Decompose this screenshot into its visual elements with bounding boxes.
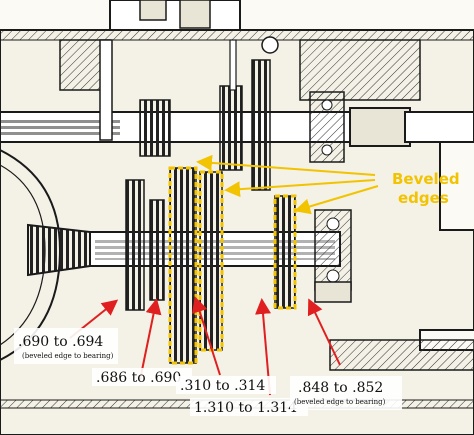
label-1310-1314: 1.310 to 1.314 [194,400,297,416]
label-686-690: .686 to .690 [96,370,181,386]
callout-line-1: Beveled [392,170,460,188]
beveled-edge-gear-1 [168,166,198,365]
label-690-694-note: (beveled edge to bearing) [22,352,114,360]
beveled-edges-callout: Beveled edges [196,154,460,215]
dimension-labels: .690 to .694 (beveled edge to bearing) .… [14,328,402,416]
upper-shaft [0,91,474,163]
callout-line-2: edges [398,189,449,207]
label-848-852-note: (beveled edge to bearing) [294,398,386,406]
label-848-852: .848 to .852 [298,380,383,396]
label-310-314: .310 to .314 [180,378,265,394]
upper-gears [99,39,271,191]
label-690-694: .690 to .694 [18,334,103,350]
beveled-edge-gear-3 [273,194,297,310]
